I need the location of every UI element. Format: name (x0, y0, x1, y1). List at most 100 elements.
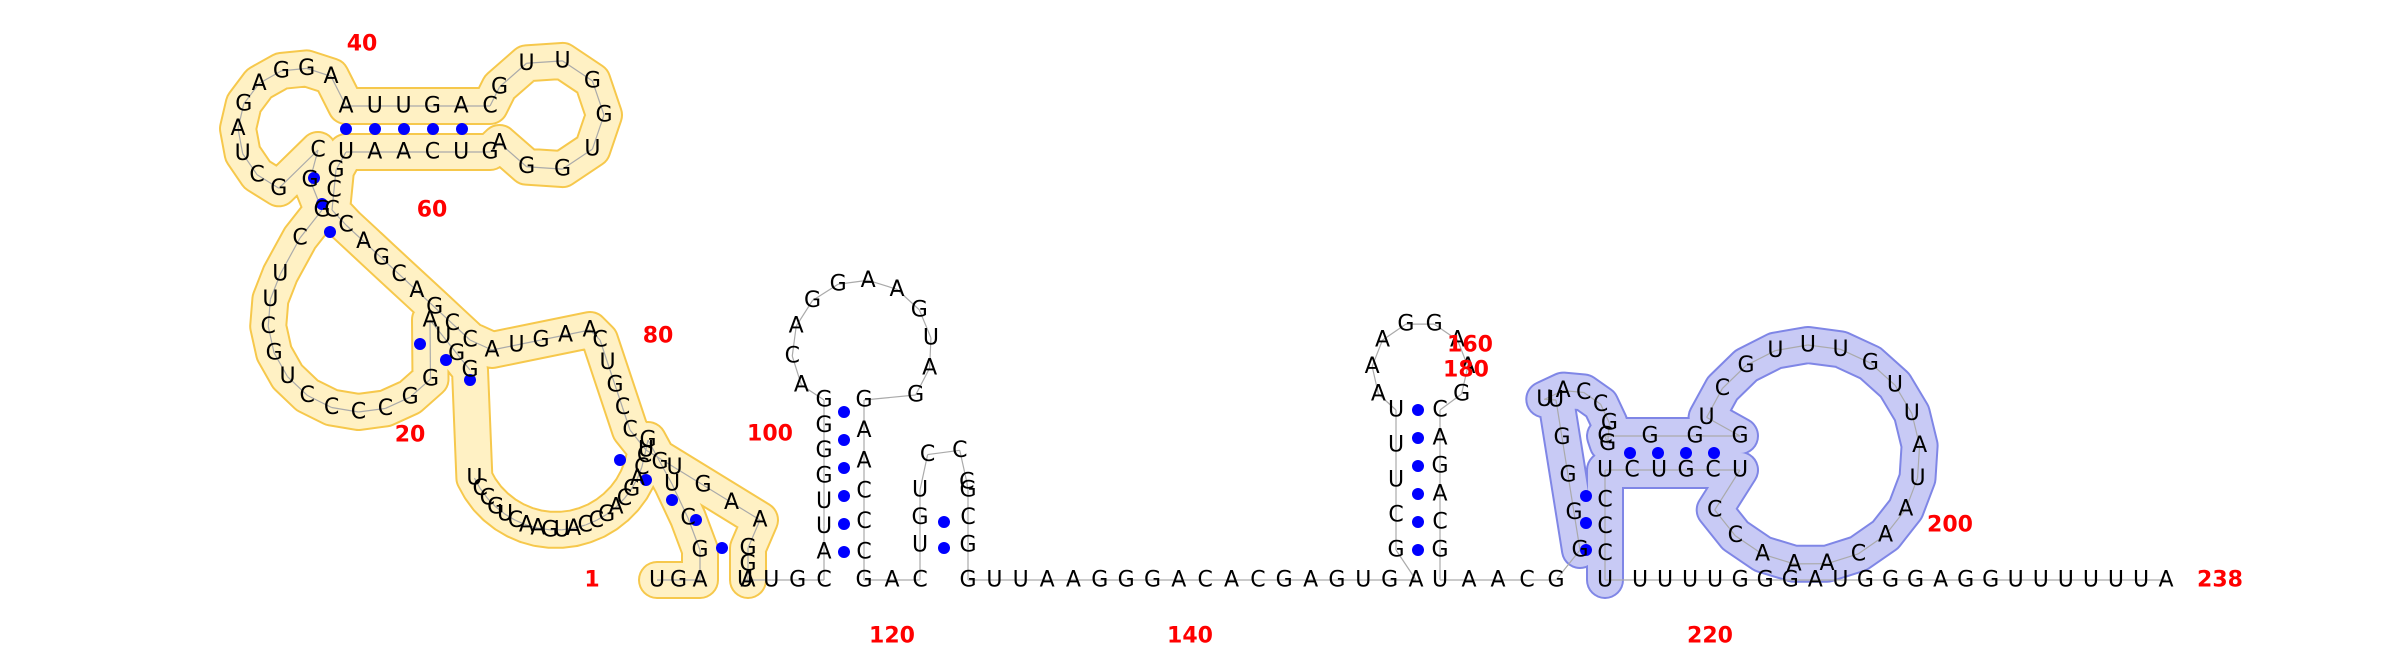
position-label: 180 (1443, 358, 1489, 383)
nucleotide: G (422, 367, 439, 392)
nucleotide: A (530, 516, 545, 541)
nucleotide: G (623, 476, 640, 501)
nucleotide: C (1707, 498, 1722, 523)
base-pair-dot (456, 123, 468, 135)
position-label: 200 (1927, 513, 1973, 538)
base-pair-dot (1580, 490, 1592, 502)
base-pair-dot (938, 542, 950, 554)
nucleotide: C (637, 443, 652, 468)
backbone-segment (606, 362, 616, 386)
nucleotide: G (1882, 568, 1899, 593)
base-pair-dot (324, 226, 336, 238)
nucleotide: G (270, 176, 287, 201)
nucleotide: C (351, 400, 366, 425)
nucleotide: G (606, 373, 623, 398)
backbone-segment (812, 283, 839, 302)
backbone-segment (731, 501, 761, 521)
base-pair-dot (427, 123, 439, 135)
nucleotide: U (1432, 568, 1448, 593)
backbone-segment (1371, 366, 1380, 395)
nucleotide: C (300, 383, 315, 408)
backbone-segment (1433, 323, 1458, 341)
nucleotide: A (794, 373, 809, 398)
nucleotide: G (541, 517, 558, 542)
base-pair-dot (838, 518, 850, 530)
backbone-segment (516, 339, 542, 346)
base-pair-dot (1580, 544, 1592, 556)
backbone-segment (331, 406, 359, 413)
nucleotide: A (1755, 542, 1770, 567)
nucleotide: A (1408, 568, 1423, 593)
nucleotide: U (737, 568, 753, 593)
backbone-segment (1826, 553, 1859, 565)
nucleotide: G (739, 536, 756, 561)
backbone-segment (929, 337, 932, 369)
backbone-segment (1911, 413, 1921, 446)
backbone-segment (499, 62, 527, 88)
nucleotide: C (680, 506, 695, 531)
nucleotide: U (2058, 568, 2074, 593)
backbone-segment (526, 166, 563, 170)
nucleotide: U (923, 325, 939, 350)
nucleotide: A (740, 568, 755, 593)
nucleotide: C (960, 505, 975, 530)
position-label: 60 (417, 198, 448, 223)
nucleotide: G (691, 538, 708, 563)
nucleotide: A (1171, 568, 1186, 593)
backbone-segment (306, 67, 332, 77)
nucleotide: G (815, 464, 832, 489)
nucleotide: G (959, 478, 976, 503)
nucleotide: A (252, 71, 267, 96)
nucleotide: G (1957, 568, 1974, 593)
nucleotide: U (1632, 568, 1648, 593)
backbone-segment (645, 449, 675, 469)
position-label: 238 (2197, 568, 2243, 593)
nucleotide: C (462, 328, 477, 353)
nucleotide: A (1432, 482, 1447, 507)
base-pair-dot (308, 172, 320, 184)
nucleotide: G (554, 157, 571, 182)
nucleotide: G (1276, 568, 1293, 593)
nucleotide: G (273, 58, 290, 83)
nucleotide: A (884, 568, 899, 593)
base-pair-dot (838, 406, 850, 418)
backbone-segment (1395, 549, 1417, 581)
nucleotide: A (367, 140, 382, 165)
nucleotide: U (1355, 568, 1371, 593)
backbone-segment (966, 481, 969, 491)
nucleotide: U (763, 568, 779, 593)
nucleotide: G (804, 288, 821, 313)
backbone-segment (562, 60, 593, 82)
base-pair-dot (1412, 460, 1424, 472)
nucleotide: G (1431, 454, 1448, 479)
nucleotide: G (911, 505, 928, 530)
backbone-segment (1604, 435, 1609, 444)
nucleotide: G (1982, 568, 1999, 593)
nucleotide: A (1375, 328, 1390, 353)
nucleotide: C (480, 486, 495, 511)
nucleotide: A (789, 314, 804, 339)
backbone-segment (333, 169, 337, 191)
nucleotide: U (435, 324, 451, 349)
base-pair-dot (316, 198, 328, 210)
nucleotide: C (1597, 488, 1612, 513)
nucleotide: U (986, 568, 1002, 593)
nucleotide: A (1461, 568, 1476, 593)
nucleotide: G (911, 297, 928, 322)
backbone-segment (591, 114, 605, 150)
backbone-segment (1905, 478, 1919, 510)
nucleotide: G (855, 388, 872, 413)
nucleotide: A (1371, 382, 1386, 407)
backbone-segment (363, 240, 382, 259)
nucleotide: G (1907, 568, 1924, 593)
nucleotide: G (1328, 568, 1345, 593)
nucleotide: A (816, 540, 831, 565)
nucleotide: A (484, 338, 499, 363)
nucleotide: G (1091, 568, 1108, 593)
nucleotide: G (739, 552, 756, 577)
nucleotide: C (615, 395, 630, 420)
nucleotide: C (391, 262, 406, 287)
nucleotide: A (409, 278, 424, 303)
backbone-segment (1714, 509, 1736, 537)
